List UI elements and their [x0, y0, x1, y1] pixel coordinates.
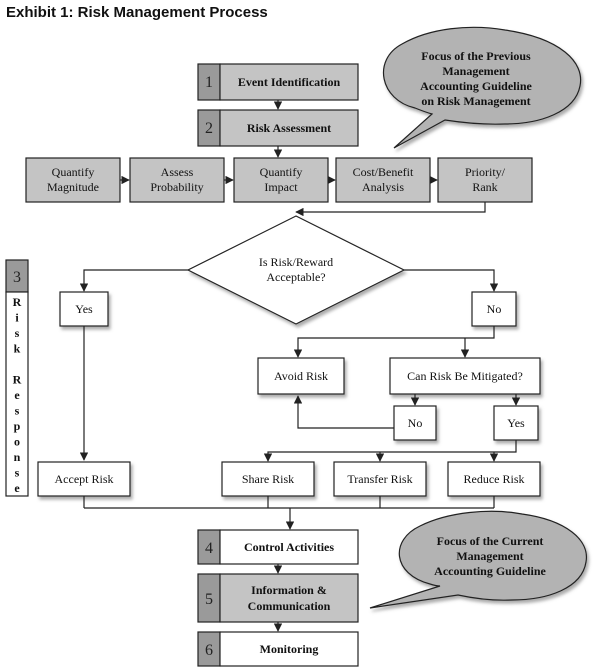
assess-probability-line-1: Assess: [161, 165, 194, 179]
mitigate-no-box: No: [393, 405, 437, 441]
step-4-number: 4: [205, 540, 213, 557]
decision-line-2: Acceptable?: [266, 270, 325, 284]
accept-risk-label: Accept Risk: [55, 472, 114, 486]
assess-cost-benefit-line-2: Analysis: [362, 180, 404, 194]
mitigate-question-box: Can Risk Be Mitigated?: [389, 357, 541, 395]
reduce-risk-label: Reduce Risk: [464, 472, 525, 486]
step-3-letter: s: [15, 326, 20, 340]
bubble-previous-focus: Focus of the Previous Management Account…: [383, 26, 582, 149]
yes-label: Yes: [75, 302, 93, 316]
step-3-letter: R: [13, 295, 22, 309]
assess-probability-line-2: Probability: [150, 180, 203, 194]
assessment-row: Quantify Magnitude Assess Probability Qu…: [25, 157, 533, 203]
exhibit-title: Exhibit 1: Risk Management Process: [6, 4, 268, 21]
step-3-letter: s: [15, 404, 20, 418]
step-6-number: 6: [205, 642, 213, 659]
reduce-risk-box: Reduce Risk: [447, 461, 541, 497]
bubble-current-line-2: Management: [456, 549, 523, 563]
arrow-yes-to-share: [263, 440, 517, 462]
step-5-label-line-2: Communication: [248, 599, 331, 613]
mitigate-question-label: Can Risk Be Mitigated?: [407, 369, 523, 383]
step-3-letter: o: [14, 435, 20, 449]
accept-risk-box: Accept Risk: [37, 461, 131, 497]
bubble-previous-line-3: Accounting Guideline: [420, 79, 532, 93]
assess-quantify-magnitude-line-1: Quantify: [52, 165, 95, 179]
share-risk-box: Share Risk: [221, 461, 315, 497]
step-3-letter: n: [14, 450, 21, 464]
step-3-letter: e: [14, 388, 20, 402]
step-3-letter: p: [14, 419, 21, 433]
mitigate-yes-label: Yes: [507, 416, 525, 430]
step-2-risk-assessment: 2 Risk Assessment: [197, 109, 359, 147]
step-4-label: Control Activities: [244, 540, 334, 554]
share-risk-label: Share Risk: [242, 472, 294, 486]
step-1-label: Event Identification: [238, 75, 341, 89]
assess-box-priority-rank: [437, 157, 533, 203]
step-3-letter: k: [14, 342, 21, 356]
bubble-previous-line-2: Management: [442, 64, 509, 78]
assess-quantify-impact-line-2: Impact: [264, 180, 298, 194]
step-3-letter: R: [13, 373, 22, 387]
bubble-current-focus: Focus of the Current Management Accounti…: [369, 510, 587, 609]
step-3-letter: s: [15, 466, 20, 480]
decision-risk-reward: Is Risk/Reward Acceptable?: [186, 215, 406, 325]
assess-quantify-impact-line-1: Quantify: [260, 165, 303, 179]
no-label: No: [487, 302, 502, 316]
step-6-label: Monitoring: [260, 642, 319, 656]
step-1-number: 1: [205, 74, 213, 91]
bubble-current-line-1: Focus of the Current: [437, 534, 544, 548]
transfer-risk-box: Transfer Risk: [333, 461, 427, 497]
step-5-information-communication: 5 Information & Communication: [197, 573, 359, 623]
step-4-control-activities: 4 Control Activities: [197, 529, 359, 565]
yes-box: Yes: [59, 291, 109, 327]
arrow-decision-to-yes: [79, 269, 188, 292]
step-1-event-identification: 1 Event Identification: [197, 63, 359, 101]
avoid-risk-box: Avoid Risk: [257, 357, 345, 395]
assess-cost-benefit-line-1: Cost/Benefit: [353, 165, 414, 179]
mitigate-no-label: No: [408, 416, 423, 430]
arrow-no-to-avoid: [293, 326, 495, 358]
bubble-previous-line-4: on Risk Management: [421, 94, 530, 108]
mitigate-yes-box: Yes: [493, 405, 539, 441]
step-2-number: 2: [205, 120, 213, 137]
bubble-current-line-3: Accounting Guideline: [434, 564, 546, 578]
arrow-decision-to-no: [404, 269, 499, 292]
step-3-letter: e: [14, 481, 20, 495]
bubble-previous-line-1: Focus of the Previous: [421, 49, 531, 63]
no-box: No: [471, 291, 517, 327]
step-5-number: 5: [205, 591, 213, 608]
step-3-number: 3: [13, 269, 21, 286]
step-2-label: Risk Assessment: [247, 121, 331, 135]
step-6-monitoring: 6 Monitoring: [197, 631, 359, 667]
assess-quantify-magnitude-line-2: Magnitude: [47, 180, 99, 194]
arrow-mitigate-no-to-avoid: [293, 395, 394, 429]
decision-line-1: Is Risk/Reward: [259, 255, 333, 269]
step-5-label-line-1: Information &: [251, 583, 327, 597]
transfer-risk-label: Transfer Risk: [347, 472, 412, 486]
avoid-risk-label: Avoid Risk: [274, 369, 328, 383]
assess-priority-rank-line-2: Rank: [472, 180, 497, 194]
arrow-priority-to-decision: [295, 202, 486, 217]
step-3-letter: i: [15, 311, 19, 325]
assess-priority-rank-line-1: Priority/: [465, 165, 506, 179]
assess-box-assess-probability: [129, 157, 225, 203]
